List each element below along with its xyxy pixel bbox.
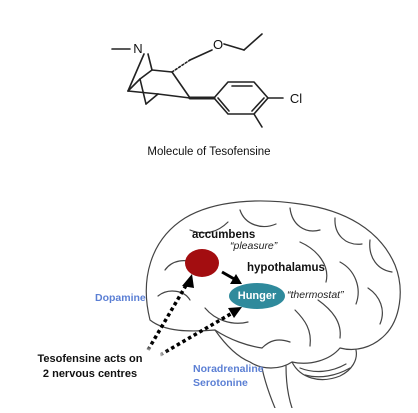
arrowhead-hunger <box>228 307 242 318</box>
bond-cl-2 <box>253 113 263 128</box>
gyrus-2 <box>239 209 277 228</box>
bond-c3-c4 <box>157 93 191 99</box>
gyrus-5 <box>369 239 393 273</box>
bond-o-c <box>223 43 245 51</box>
tesofensine-callout: Tesofensine acts on 2 nervous centres <box>20 352 160 390</box>
dotted-arrow-to-hunger <box>159 310 235 357</box>
gyrus-9 <box>317 299 341 339</box>
accumbens-note: “pleasure” <box>230 240 278 252</box>
bond-bridge <box>139 69 153 80</box>
gyrus-8 <box>367 287 383 325</box>
atom-n-label: N <box>133 41 142 56</box>
accumbens-to-hypothalamus-arrow <box>221 270 242 284</box>
bond-ch2 <box>189 49 213 61</box>
temporal-lower <box>214 329 263 349</box>
molecule-diagram: N O Cl <box>0 0 418 145</box>
atom-cl-label: Cl <box>290 91 302 106</box>
bond-bridge-lower <box>139 78 147 105</box>
temporal-end <box>261 339 291 349</box>
callout-line-1: Tesofensine acts on <box>37 353 143 365</box>
arrowhead-accumbens <box>182 274 194 288</box>
gyrus-1 <box>189 221 229 234</box>
gyrus-7 <box>339 261 359 305</box>
hunger-label: Hunger <box>237 290 277 302</box>
cerebellum-fold-1 <box>299 363 347 373</box>
brainstem-right <box>285 365 293 409</box>
bond-c1-c2 <box>151 69 173 73</box>
temporal-fissure <box>204 307 249 324</box>
bond-n-c5 <box>127 53 145 92</box>
ring-double-3 <box>217 97 230 112</box>
hypothalamus-note: “thermostat” <box>287 289 344 301</box>
brain-outline <box>145 200 401 409</box>
hashed-bond <box>171 59 191 73</box>
bond-c2-c3 <box>171 71 191 99</box>
gyrus-4 <box>334 217 363 245</box>
accumbens-region <box>185 249 219 277</box>
brain-contour <box>145 200 401 369</box>
hypothalamus-label: hypothalamus <box>247 262 325 274</box>
ring-double-2 <box>251 97 265 112</box>
callout-line-2: 2 nervous centres <box>42 368 138 380</box>
bond-lower-c4 <box>145 93 159 105</box>
gyrus-12 <box>157 290 191 301</box>
gyrus-10 <box>294 309 311 347</box>
benzene-ring <box>213 81 269 115</box>
gyrus-6 <box>299 241 328 283</box>
bond-ethyl <box>243 33 263 51</box>
serotonine-label: Serotonine <box>193 377 248 389</box>
dotted-arrows <box>146 281 235 357</box>
noradrenaline-label: Noradrenaline <box>193 363 264 375</box>
accumbens-label: accumbens <box>192 229 256 241</box>
brain-diagram <box>0 170 418 409</box>
gyrus-3 <box>289 207 321 232</box>
dopamine-label: Dopamine <box>95 292 146 304</box>
atom-o-label: O <box>213 37 223 52</box>
bond-bridge-2 <box>127 78 141 92</box>
cerebellum <box>291 349 357 381</box>
hunger-region <box>229 283 285 309</box>
molecule-caption: Molecule of Tesofensine <box>147 146 271 158</box>
dotted-arrow-to-accumbens <box>146 281 190 351</box>
tesofensine-structure: N O Cl <box>111 33 302 128</box>
brainstem-left <box>261 367 276 409</box>
bond-n-c1 <box>147 53 153 71</box>
cerebellum-fold-2 <box>304 367 351 378</box>
